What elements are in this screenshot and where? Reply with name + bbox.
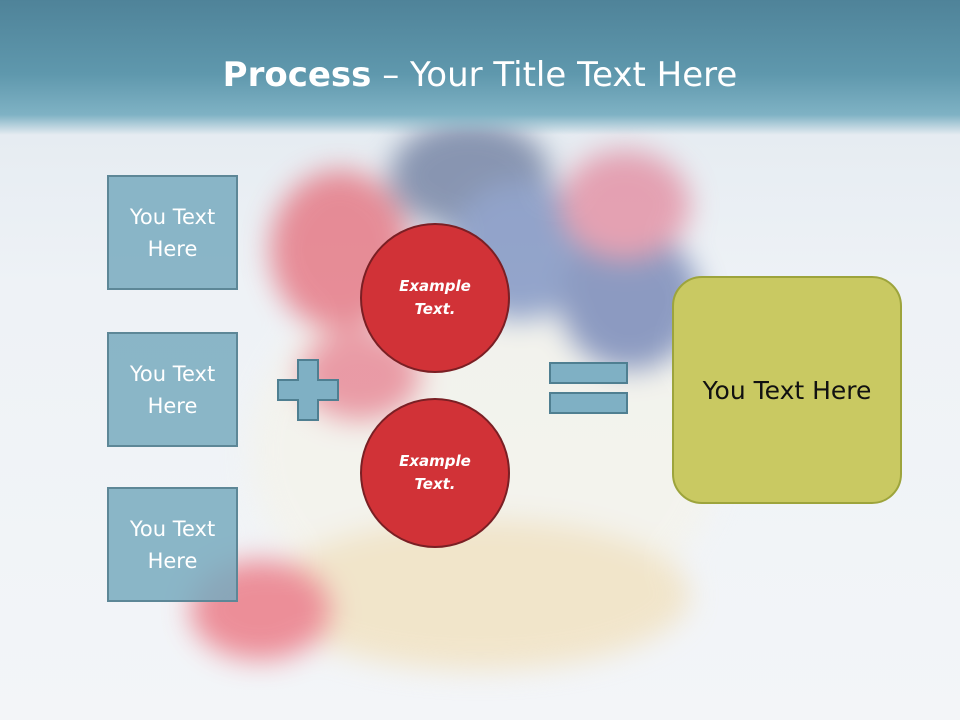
page-title: Process – Your Title Text Here [0,50,960,100]
circle-label: Example Text. [399,452,471,493]
plus-icon [277,359,339,421]
circle-label: Example Text. [399,277,471,318]
text-box-label: You Text Here [129,361,216,418]
title-rest: Your Title Text Here [410,55,738,95]
example-circle-1: Example Text. [360,223,510,373]
result-label: You Text Here [702,375,872,405]
text-box-1: You Text Here [107,175,238,290]
text-box-2: You Text Here [107,332,238,447]
title-bold: Process [222,55,372,95]
text-box-label: You Text Here [129,204,216,261]
example-circle-2: Example Text. [360,398,510,548]
text-box-3: You Text Here [107,487,238,602]
title-dash: – [371,55,411,95]
title-bar [0,0,960,135]
result-box: You Text Here [672,276,902,504]
text-box-label: You Text Here [129,516,216,573]
equals-icon [549,362,628,414]
